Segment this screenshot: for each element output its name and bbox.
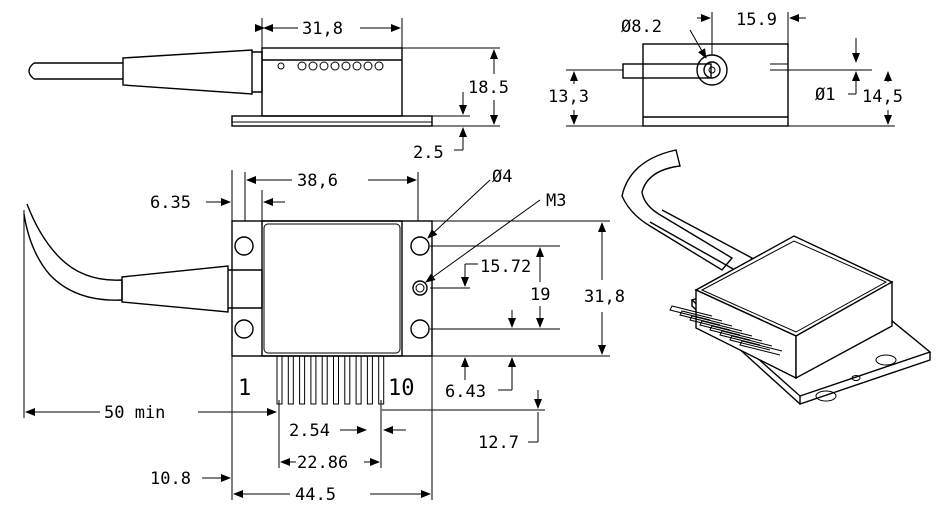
iso-pin — [719, 330, 763, 346]
side-pin-label: Ø1 — [815, 85, 835, 105]
front-pins — [276, 355, 385, 405]
front-hole-offset-label: 15.72 — [480, 257, 531, 277]
side-hole-label: Ø8.2 — [621, 17, 662, 37]
top-width-label: 31,8 — [302, 19, 343, 39]
front-fiber-length-label: 50 min — [104, 403, 165, 423]
front-view: 6.35 38,6 Ø4 M3 15.72 — [23, 167, 625, 505]
front-left-margin-label: 10.8 — [150, 469, 191, 489]
side-view: Ø8.2 15.9 13,3 Ø1 — [548, 10, 903, 127]
front-left-margin-dimension: 10.8 — [150, 356, 233, 500]
front-pin — [321, 355, 328, 405]
side-offset-label: 15.9 — [736, 10, 777, 30]
front-fiber-length-dimension: 50 min — [23, 210, 277, 423]
front-hole-spacing-label: 19 — [530, 285, 550, 305]
top-fiber-cable — [28, 49, 263, 95]
front-pin — [333, 355, 339, 405]
front-thread-label: M3 — [546, 191, 566, 211]
front-bottom-offset-dimension: 6.43 — [430, 310, 520, 402]
front-pin — [378, 355, 385, 405]
front-pin-first-label: 1 — [238, 376, 251, 401]
front-body-width-dimension: 38,6 — [244, 171, 419, 221]
top-height-label: 18.5 — [468, 78, 509, 98]
iso-pin — [729, 335, 773, 351]
front-fiber-cable — [23, 203, 263, 313]
front-body-width-label: 38,6 — [297, 171, 338, 191]
top-base-label: 2.5 — [413, 143, 444, 163]
iso-pin — [679, 310, 723, 326]
front-mount-holes — [234, 236, 430, 339]
front-total-height-dimension: 31,8 — [432, 220, 625, 357]
front-pin — [276, 355, 283, 405]
iso-pin — [669, 305, 713, 321]
front-pin-pitch-dimension: 2.54 — [289, 421, 406, 441]
front-pin-span-label: 22.86 — [297, 453, 348, 473]
front-mount-hole-callout: Ø4 — [427, 167, 512, 239]
front-pin-extent-dimension: 12.7 — [382, 390, 545, 453]
front-pin — [344, 355, 351, 405]
top-base-dimension: 2.5 — [413, 92, 470, 163]
top-height-dimension: 18.5 — [402, 47, 509, 127]
front-pin-span-dimension: 22.86 — [278, 400, 382, 473]
front-body — [261, 220, 403, 357]
front-pin — [366, 355, 373, 405]
front-flange-label: 6.35 — [150, 193, 191, 213]
side-hole-dimension: Ø8.2 — [621, 17, 707, 59]
top-view: 31,8 18.5 2.5 — [28, 18, 509, 163]
iso-pin — [689, 315, 733, 331]
isometric-view — [621, 149, 932, 405]
front-total-width-label: 44.5 — [295, 485, 336, 505]
front-mount-hole-label: Ø4 — [492, 167, 512, 187]
front-total-height-label: 31,8 — [584, 287, 625, 307]
front-thread-callout: M3 — [425, 191, 566, 283]
side-height1-label: 13,3 — [548, 87, 589, 107]
front-pin — [355, 355, 362, 405]
iso-pin — [709, 325, 753, 341]
front-flange-dimension: 6.35 — [150, 170, 285, 221]
top-width-dimension: 31,8 — [255, 18, 403, 48]
front-bottom-offset-label: 6.43 — [445, 382, 486, 402]
front-pin — [287, 355, 294, 405]
front-total-width-dimension: 44.5 — [233, 356, 433, 505]
side-pin-dimension: Ø1 — [815, 38, 860, 105]
iso-pin — [739, 340, 783, 356]
iso-pins — [669, 305, 783, 356]
side-height2-dimension: 14,5 — [788, 71, 903, 127]
top-body — [231, 47, 433, 127]
front-pin-pitch-label: 2.54 — [289, 421, 330, 441]
side-height2-label: 14,5 — [862, 87, 903, 107]
side-offset-dimension: 15.9 — [697, 10, 806, 55]
front-pin-last-label: 10 — [388, 376, 415, 401]
iso-pin — [699, 320, 743, 336]
top-pin-holes — [277, 61, 384, 71]
side-height1-dimension: 13,3 — [548, 69, 643, 127]
front-pin — [310, 355, 317, 405]
front-pin — [299, 355, 306, 405]
front-pin-extent-label: 12.7 — [478, 433, 519, 453]
